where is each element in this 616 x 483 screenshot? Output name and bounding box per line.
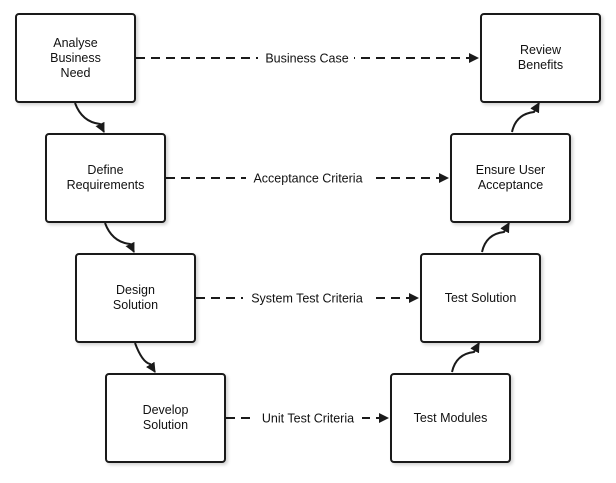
box-test-solution[interactable]: Test Solution xyxy=(420,253,541,343)
box-review-benefits[interactable]: Review Benefits xyxy=(480,13,601,103)
connector-label-unit-test-criteria: Unit Test Criteria xyxy=(262,412,354,426)
box-label-design: Design Solution xyxy=(112,283,159,312)
box-define-requirements[interactable]: Define Requirements xyxy=(45,133,166,223)
box-label-define: Define Requirements xyxy=(66,163,145,192)
box-analyse-business-need[interactable]: Analyse Business Need xyxy=(15,13,136,103)
label-bg-system-test-criteria xyxy=(243,289,371,307)
box-label-test-modules: Test Modules xyxy=(413,410,488,425)
label-bg-unit-test-criteria xyxy=(254,409,362,427)
box-test-modules[interactable]: Test Modules xyxy=(390,373,511,463)
flow-arrow-design-to-develop xyxy=(134,342,156,373)
connector-label-system-test-criteria: System Test Criteria xyxy=(251,292,363,306)
flow-arrow-analyse-to-define xyxy=(74,102,105,133)
box-label-ensure: Ensure User Acceptance xyxy=(475,163,546,192)
box-label-analyse: Analyse Business Need xyxy=(50,35,101,80)
flow-arrow-ensure-to-review xyxy=(511,102,540,133)
box-design-solution[interactable]: Design Solution xyxy=(75,253,196,343)
box-label-develop: Develop Solution xyxy=(142,403,189,432)
label-bg-acceptance-criteria xyxy=(246,169,370,187)
connector-label-business-case: Business Case xyxy=(265,52,348,66)
box-develop-solution[interactable]: Develop Solution xyxy=(105,373,226,463)
flow-arrow-testmodules-to-testsolution xyxy=(451,342,480,373)
flow-arrow-testsolution-to-ensure xyxy=(481,222,510,253)
connector-label-acceptance-criteria: Acceptance Criteria xyxy=(253,172,362,186)
box-label-review: Review Benefits xyxy=(517,43,564,72)
box-ensure-user-acceptance[interactable]: Ensure User Acceptance xyxy=(450,133,571,223)
flow-arrow-define-to-design xyxy=(104,222,135,253)
box-label-test-solution: Test Solution xyxy=(444,290,517,305)
label-bg-business-case xyxy=(258,49,354,67)
